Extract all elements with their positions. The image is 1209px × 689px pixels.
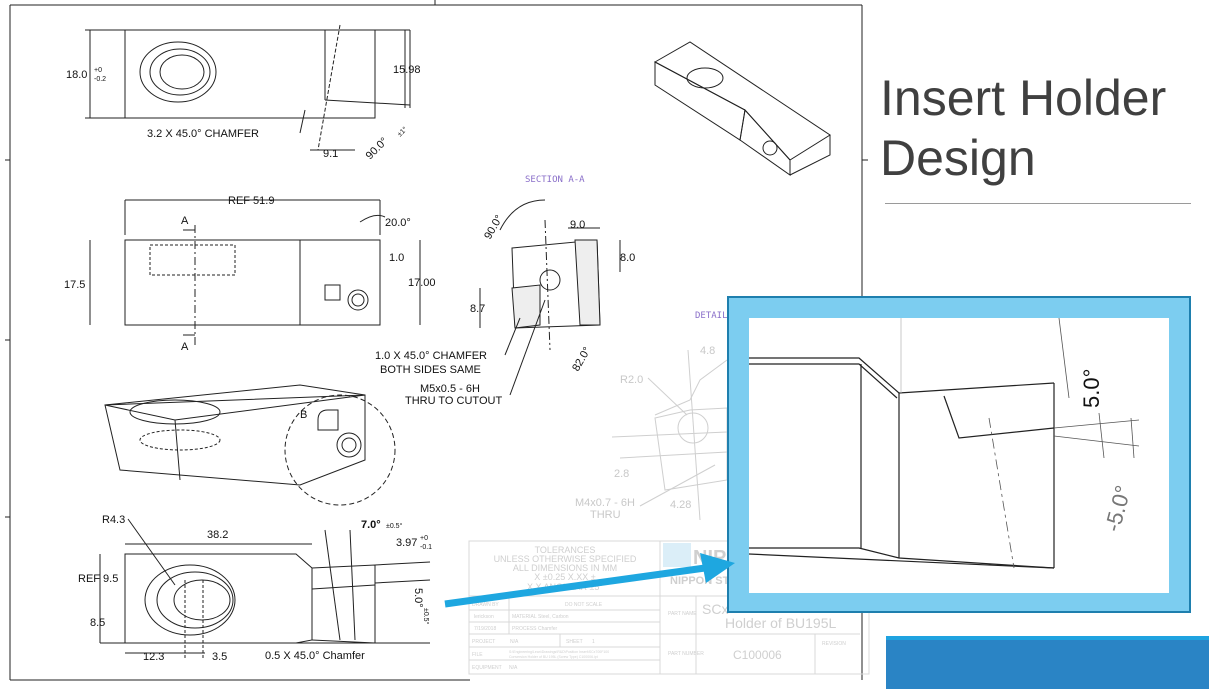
angle-5-tol: ±0.5°	[422, 608, 430, 625]
ref-9-5: REF 9.5	[78, 573, 118, 585]
detail-angle-negative: -5.0°	[1100, 483, 1136, 535]
angle-20: 20.0°	[385, 217, 411, 229]
dim-9-0: 9.0	[570, 219, 585, 231]
detail-mark-b: B	[300, 409, 307, 421]
slide-title-line-2: Design	[880, 130, 1036, 186]
section-mark-a-bottom: A	[181, 341, 189, 353]
dim-2-8: 2.8	[614, 468, 629, 480]
file-label: FILE	[472, 652, 483, 658]
part-name-1: SCx	[702, 601, 728, 617]
top-view	[85, 24, 411, 151]
detail-angle-positive: 5.0°	[1079, 369, 1104, 408]
drawn-by-label: DRAWN BY	[472, 602, 499, 608]
angle-7: 7.0°	[361, 519, 381, 531]
equipment-label: EQUIPMENT	[472, 665, 502, 671]
dim-4-28: 4.28	[670, 499, 691, 511]
iso-view-middle	[104, 384, 396, 506]
detail-zoom-view: 5.0° -5.0°	[748, 317, 1169, 593]
dim-8-5: 8.5	[90, 617, 105, 629]
do-not-scale: DO NOT SCALE	[565, 602, 603, 608]
thread-note-detail-1: M4x0.7 - 6H	[575, 497, 635, 509]
dim-18-0-tol-upper: +0	[94, 67, 102, 74]
thread-note-detail-2: THRU	[590, 509, 621, 521]
footer-accent-bar	[886, 636, 1209, 689]
angle-90-top: 90.0°	[364, 135, 391, 162]
angle-82: 82.0°	[570, 345, 593, 373]
detail-title: DETAIL	[695, 311, 728, 321]
tolerances-line-2: UNLESS OTHERWISE SPECIFIED	[494, 554, 637, 564]
dim-15-98: 15.98	[393, 64, 421, 76]
slide-title: Insert Holder Design	[880, 68, 1166, 188]
tolerances-line-5: X.X ANGULAR ±5°	[527, 582, 603, 592]
angle-90-top-tol: ±1°	[396, 125, 409, 138]
thread-note-section-2: THRU TO CUTOUT	[405, 395, 502, 407]
dim-18-0-tol-lower: -0.2	[94, 76, 106, 83]
tolerances-line-4: X ±0.25 X.XX ±	[534, 572, 595, 582]
section-mark-a-top: A	[181, 215, 189, 227]
dim-17-5: 17.5	[64, 279, 85, 291]
radius-r4-3: R4.3	[102, 514, 125, 526]
equipment: N/A	[509, 665, 518, 671]
dim-3-5: 3.5	[212, 651, 227, 663]
project-label: PROJECT	[472, 639, 495, 645]
dim-4-8: 4.8	[700, 345, 715, 357]
detail-callout-frame: 5.0° -5.0°	[727, 296, 1191, 613]
revision-label: REVISION	[822, 641, 846, 647]
drawing-date: 7/19/2018	[474, 626, 496, 632]
detail-zoom-drawing: 5.0° -5.0°	[748, 317, 1140, 569]
drawn-by: lerickson	[474, 614, 494, 620]
process: Chamfer	[538, 626, 558, 632]
chamfer-note-bottom: 0.5 X 45.0° Chamfer	[265, 650, 365, 662]
dim-9-1: 9.1	[323, 148, 338, 160]
section-title: SECTION A-A	[525, 175, 585, 185]
process-label: PROCESS	[512, 626, 537, 632]
angle-7-tol: ±0.5°	[386, 522, 403, 530]
ref-51-9: REF 51.9	[228, 195, 274, 207]
sheet-number: 1	[592, 639, 595, 645]
isometric-view	[653, 41, 831, 176]
dim-12-3: 12.3	[143, 651, 164, 663]
chamfer-note-section-1: 1.0 X 45.0° CHAMFER	[375, 350, 487, 362]
file-path-2: Conversion Holder of BU 195L (Screw Type…	[509, 655, 598, 659]
dim-3-97-tol-upper: +0	[420, 535, 428, 542]
title-divider	[885, 203, 1191, 204]
part-name-label: PART NAME	[668, 611, 697, 617]
part-number: C100006	[733, 648, 782, 662]
part-number-label: PART NUMBER	[668, 651, 704, 657]
angle-90-section: 90.0°	[482, 213, 505, 241]
material: Steel, Carbon	[538, 614, 569, 620]
company-logo: NIP	[693, 547, 726, 569]
dim-18-0: 18.0	[66, 69, 87, 81]
bottom-view	[99, 518, 431, 660]
dim-38-2: 38.2	[207, 529, 228, 541]
sheet-label: SHEET	[566, 639, 583, 645]
tolerances-heading: TOLERANCES	[535, 545, 596, 555]
dim-8-0: 8.0	[620, 252, 635, 264]
slide-title-line-1: Insert Holder	[880, 70, 1167, 126]
radius-r2-0: R2.0	[620, 374, 643, 386]
dim-3-97: 3.97	[396, 537, 417, 549]
part-name-2: Holder of BU195L	[725, 615, 837, 631]
dim-3-97-tol-lower: -0.1	[420, 544, 432, 551]
material-label: MATERIAL	[512, 614, 537, 620]
front-view	[89, 199, 421, 345]
file-path-1: S:\Engineering\Lean\Drawings\R&D\Positio…	[509, 650, 609, 654]
thread-note-section-1: M5x0.5 - 6H	[420, 383, 480, 395]
project: N/A	[510, 639, 519, 645]
dim-8-7: 8.7	[470, 303, 485, 315]
chamfer-note-section-2: BOTH SIDES SAME	[380, 364, 481, 376]
dim-17-00: 17.00	[408, 277, 436, 289]
angle-5: 5.0°	[412, 588, 424, 608]
chamfer-note-top: 3.2 X 45.0° CHAMFER	[147, 128, 259, 140]
section-view	[479, 199, 621, 396]
company-logo-mark	[663, 543, 691, 567]
dim-1-0: 1.0	[389, 252, 404, 264]
